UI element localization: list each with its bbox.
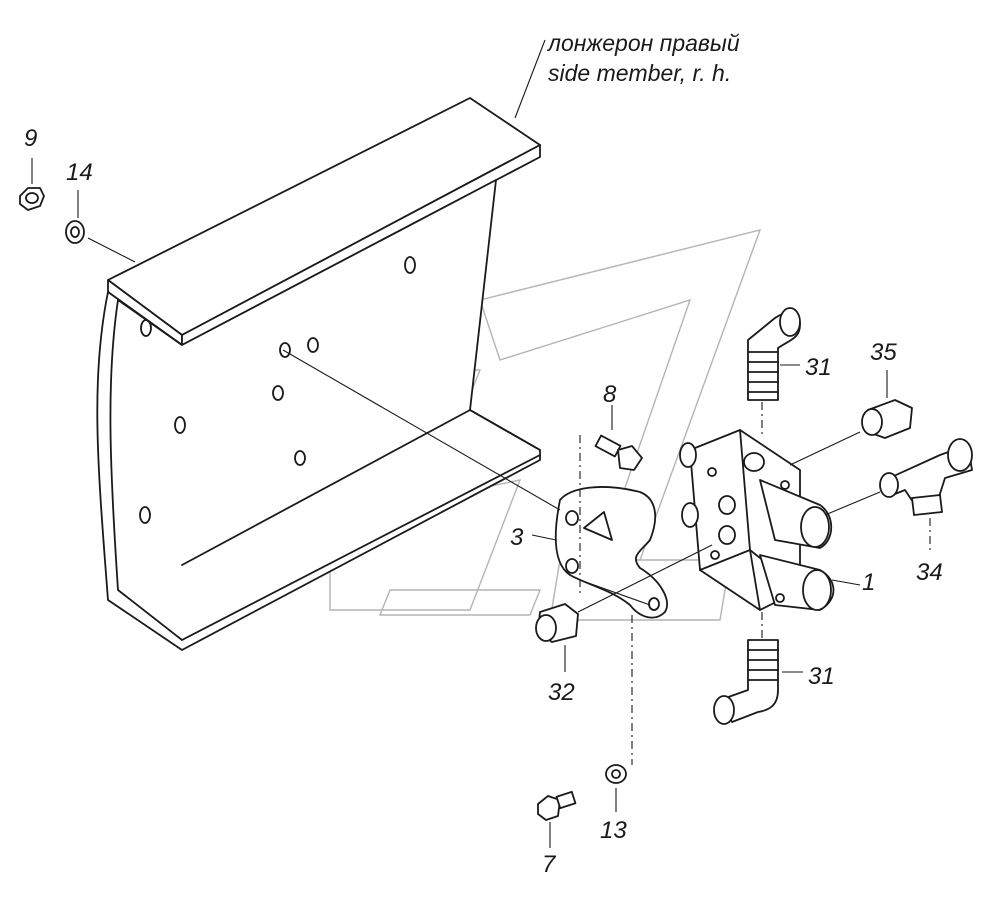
caption-line-en: side member, r. h.	[548, 60, 732, 86]
assembly-line-34	[824, 491, 881, 516]
assembly-line-32	[577, 544, 713, 613]
bolt-part-7	[537, 790, 577, 821]
caption-line-ru: лонжерон правый	[548, 30, 740, 56]
callout-31-top: 31	[805, 354, 832, 381]
union-part-35	[861, 399, 913, 439]
callout-31-bottom: 31	[808, 663, 835, 690]
assembly-line-35	[789, 431, 861, 466]
side-member-caption: лонжерон правый side member, r. h.	[548, 28, 808, 88]
leader-3	[531, 534, 557, 541]
assembly-line-2	[579, 579, 651, 606]
fitting-part-32	[535, 603, 579, 643]
elbow-part-31-bottom	[713, 639, 779, 725]
callout-9: 9	[24, 125, 37, 152]
valve-part-1	[679, 429, 835, 611]
leader-14-to-rail	[87, 237, 136, 263]
callout-7: 7	[542, 851, 557, 878]
callout-1: 1	[862, 569, 875, 596]
side-member-rail	[96, 97, 541, 651]
callout-35: 35	[870, 339, 897, 366]
caption-leader	[514, 39, 546, 119]
nut-part-9	[19, 187, 45, 211]
callout-32: 32	[548, 679, 575, 706]
bolt-part-8	[594, 434, 643, 471]
assembly-line-1	[282, 349, 561, 511]
callout-34: 34	[916, 559, 943, 586]
callout-3: 3	[510, 524, 524, 551]
callout-8: 8	[603, 381, 617, 408]
tee-part-34	[879, 438, 973, 516]
washer-part-14	[65, 220, 85, 244]
bracket-part-3	[554, 486, 668, 619]
washer-part-13	[605, 764, 627, 784]
callout-13: 13	[600, 817, 627, 844]
leader-1	[831, 579, 861, 586]
elbow-part-31-top	[747, 307, 801, 401]
callout-14: 14	[66, 159, 93, 186]
